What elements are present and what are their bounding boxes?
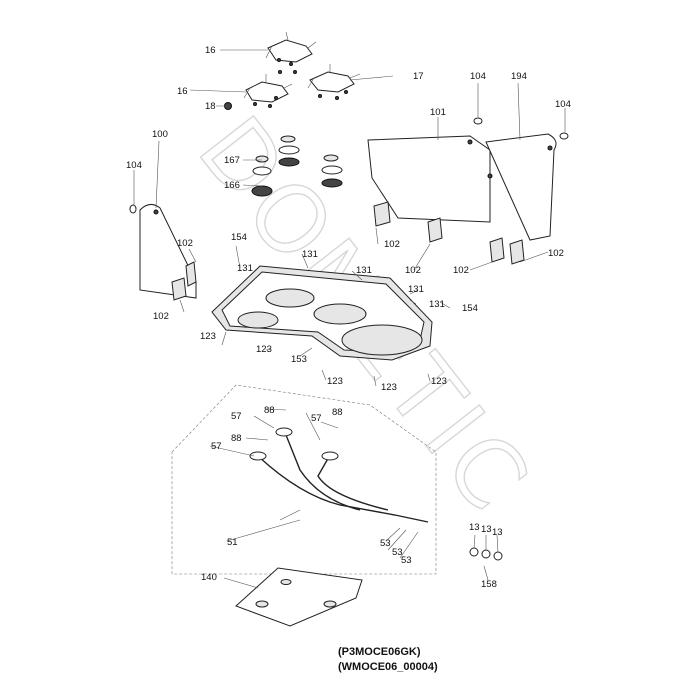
callout-154[interactable]: 154 [462,303,478,314]
callout-51[interactable]: 51 [227,537,238,548]
pan-support-right[interactable] [307,64,361,100]
callout-88[interactable]: 88 [231,433,242,444]
callout-102[interactable]: 102 [453,265,469,276]
burner-caps [251,135,343,197]
callout-131[interactable]: 131 [429,299,445,310]
callout-53[interactable]: 53 [401,555,412,566]
clip-104-right [559,132,569,140]
callout-101[interactable]: 101 [430,107,446,118]
callout-131[interactable]: 131 [356,265,372,276]
callout-102[interactable]: 102 [153,311,169,322]
callout-131[interactable]: 131 [302,249,318,260]
callout-17[interactable]: 17 [413,71,424,82]
callout-140[interactable]: 140 [201,572,217,583]
callout-166[interactable]: 166 [224,180,240,191]
leader-lines [133,49,566,589]
callout-88[interactable]: 88 [332,407,343,418]
bottom-cover-140 [235,567,363,627]
callout-104[interactable]: 104 [555,99,571,110]
callout-102[interactable]: 102 [177,238,193,249]
callout-194[interactable]: 194 [511,71,527,82]
callout-158[interactable]: 158 [481,579,497,590]
base-frame-51 [171,384,437,575]
clip-104-left [129,204,137,214]
callout-153[interactable]: 153 [291,354,307,365]
callout-131[interactable]: 131 [237,263,253,274]
callout-102[interactable]: 102 [405,265,421,276]
hob-tray [211,265,433,361]
callout-16[interactable]: 16 [205,45,216,56]
callout-88[interactable]: 88 [264,405,275,416]
callout-104[interactable]: 104 [126,160,142,171]
callout-labels: 16 16 17 18 104 194 104 100 101 104 167 … [126,45,571,590]
callout-154[interactable]: 154 [231,232,247,243]
model-code-2: (WMOCE06_00004) [338,661,438,673]
callout-13[interactable]: 13 [469,522,480,533]
callout-167[interactable]: 167 [224,155,240,166]
gas-pipework [249,427,429,523]
model-code-1: (P3MOCE06GK) [338,646,421,658]
callout-57[interactable]: 57 [231,411,242,422]
clip-104-mid [473,117,483,125]
callout-16[interactable]: 16 [177,86,188,97]
callout-102[interactable]: 102 [548,248,564,259]
callout-123[interactable]: 123 [256,344,272,355]
side-panel-right [485,133,557,241]
callout-13[interactable]: 13 [492,527,503,538]
callout-13[interactable]: 13 [481,524,492,535]
callout-123[interactable]: 123 [327,376,343,387]
callout-123[interactable]: 123 [431,376,447,387]
pan-support-top[interactable] [265,31,317,74]
callout-104[interactable]: 104 [470,71,486,82]
callout-57[interactable]: 57 [311,413,322,424]
callout-131[interactable]: 131 [408,284,424,295]
callout-123[interactable]: 123 [381,382,397,393]
callout-100[interactable]: 100 [152,129,168,140]
callout-53[interactable]: 53 [380,538,391,549]
gas-valves [171,201,525,301]
callout-57[interactable]: 57 [211,441,222,452]
rear-panel [367,135,493,223]
callout-123[interactable]: 123 [200,331,216,342]
callout-53[interactable]: 53 [392,547,403,558]
side-panel-left [139,204,197,299]
pan-support-left[interactable] [243,74,293,108]
callout-18[interactable]: 18 [205,101,216,112]
callout-102[interactable]: 102 [384,239,400,250]
